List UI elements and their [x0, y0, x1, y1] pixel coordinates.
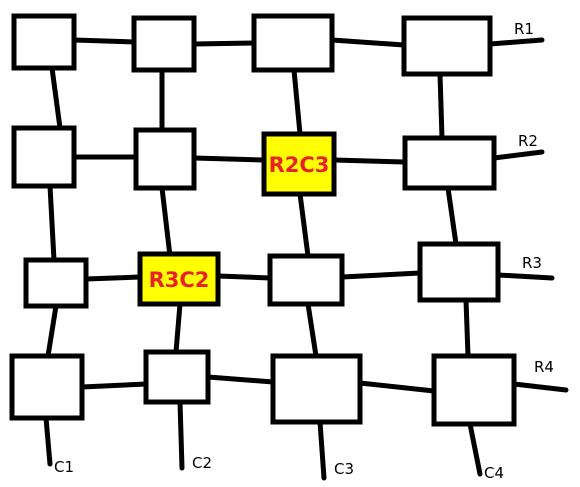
node-r2c4 — [402, 135, 497, 191]
link-r2c4-r2-out — [491, 149, 545, 161]
link-r3c2-r4c2 — [173, 301, 183, 355]
link-r3c3-r4c3 — [305, 301, 319, 359]
node-r1c3 — [251, 13, 335, 73]
link-r2c3-r3c3 — [297, 191, 311, 259]
link-r4c4-c4-out — [467, 421, 483, 477]
link-r2c2-r3c2 — [159, 185, 173, 259]
highlighted-node-labels: R2C3 R3C2 — [149, 153, 330, 292]
connections — [43, 37, 569, 481]
link-r2c1-r3c1 — [47, 183, 57, 263]
node-r4c1 — [9, 353, 85, 421]
link-r2c4-r3c4 — [445, 185, 459, 247]
nodes — [9, 13, 517, 427]
link-r4c4-r4-out — [511, 381, 569, 393]
node-r3c2 — [137, 251, 221, 307]
node-r4c4 — [431, 353, 517, 427]
column-label-c1: C1 — [54, 458, 74, 476]
link-r3c1-r4c1 — [45, 303, 59, 359]
link-r2c2-r2c3 — [191, 155, 267, 163]
link-r3c1-r3c2 — [83, 274, 143, 282]
node-r1c4 — [401, 15, 493, 77]
column-label-c3: C3 — [334, 460, 354, 478]
node-r3c2-label: R3C2 — [149, 268, 210, 292]
node-r2c1 — [11, 125, 77, 189]
link-r1c1-r1c2 — [71, 37, 137, 45]
node-r3c1 — [23, 257, 89, 309]
node-r3c3 — [267, 253, 345, 307]
link-r1c3-r2c3 — [291, 67, 303, 137]
link-r4c2-c2-out — [177, 399, 185, 471]
link-r1c3-r1c4 — [329, 37, 407, 48]
link-r4c2-r4c3 — [205, 374, 276, 385]
link-r3c3-r3c4 — [339, 270, 423, 280]
link-r1c1-r2c1 — [49, 65, 63, 131]
node-r4c2 — [143, 349, 211, 405]
node-r1c1 — [11, 13, 77, 71]
column-label-c4: C4 — [484, 464, 504, 482]
link-r1c4-r2c4 — [437, 71, 445, 141]
link-r4c3-c3-out — [317, 419, 327, 481]
column-labels: C1 C2 C3 C4 — [54, 454, 504, 482]
column-label-c2: C2 — [192, 454, 212, 472]
link-r1c4-r1-out — [487, 37, 545, 47]
node-r2c3 — [261, 131, 337, 197]
link-r1c2-r1c3 — [191, 40, 257, 47]
link-r2c3-r2c4 — [331, 157, 408, 165]
link-r4c1-r4c2 — [79, 381, 149, 390]
node-r1c2 — [131, 15, 197, 73]
row-label-r1: R1 — [514, 20, 534, 38]
node-r3c4 — [417, 241, 501, 303]
row-labels: R1 R2 R3 R4 — [514, 20, 554, 376]
row-label-r2: R2 — [518, 132, 538, 150]
link-r4c1-c1-out — [43, 415, 53, 467]
link-r3c2-r3c3 — [215, 273, 273, 281]
row-label-r4: R4 — [534, 358, 554, 376]
link-r3c4-r3-out — [495, 272, 555, 281]
node-r2c2 — [133, 127, 197, 191]
row-label-r3: R3 — [522, 254, 542, 272]
node-r2c3-label: R2C3 — [269, 153, 330, 177]
node-r4c3 — [270, 353, 363, 425]
link-r3c4-r4c4 — [463, 297, 471, 359]
link-r4c3-r4c4 — [357, 380, 437, 394]
